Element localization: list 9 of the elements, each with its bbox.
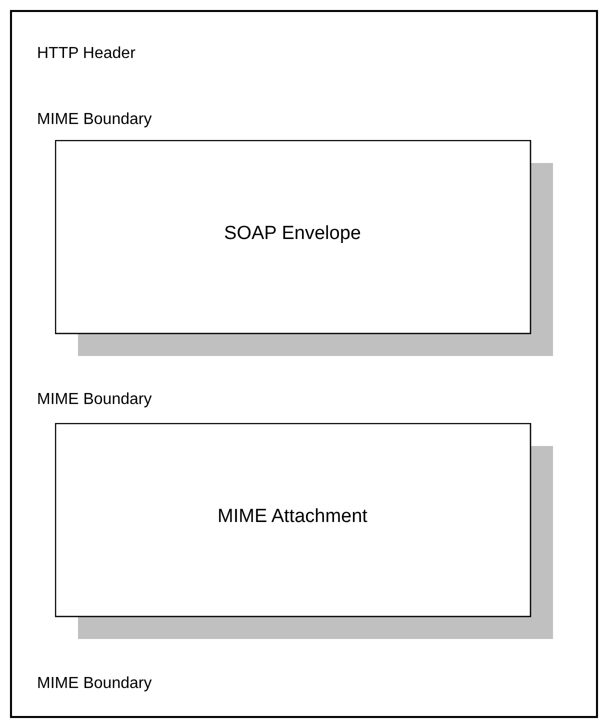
box-label: MIME Attachment xyxy=(216,505,368,530)
shadowed-box xyxy=(55,423,555,640)
boundary-label: MIME Boundary xyxy=(37,390,152,410)
box-label: SOAP Envelope xyxy=(223,222,362,246)
header-label: HTTP Header xyxy=(37,44,136,64)
shadowed-box xyxy=(55,140,555,357)
frame-box xyxy=(10,10,598,718)
boundary-label: MIME Boundary xyxy=(37,674,152,694)
boundary-label: MIME Boundary xyxy=(37,110,152,130)
